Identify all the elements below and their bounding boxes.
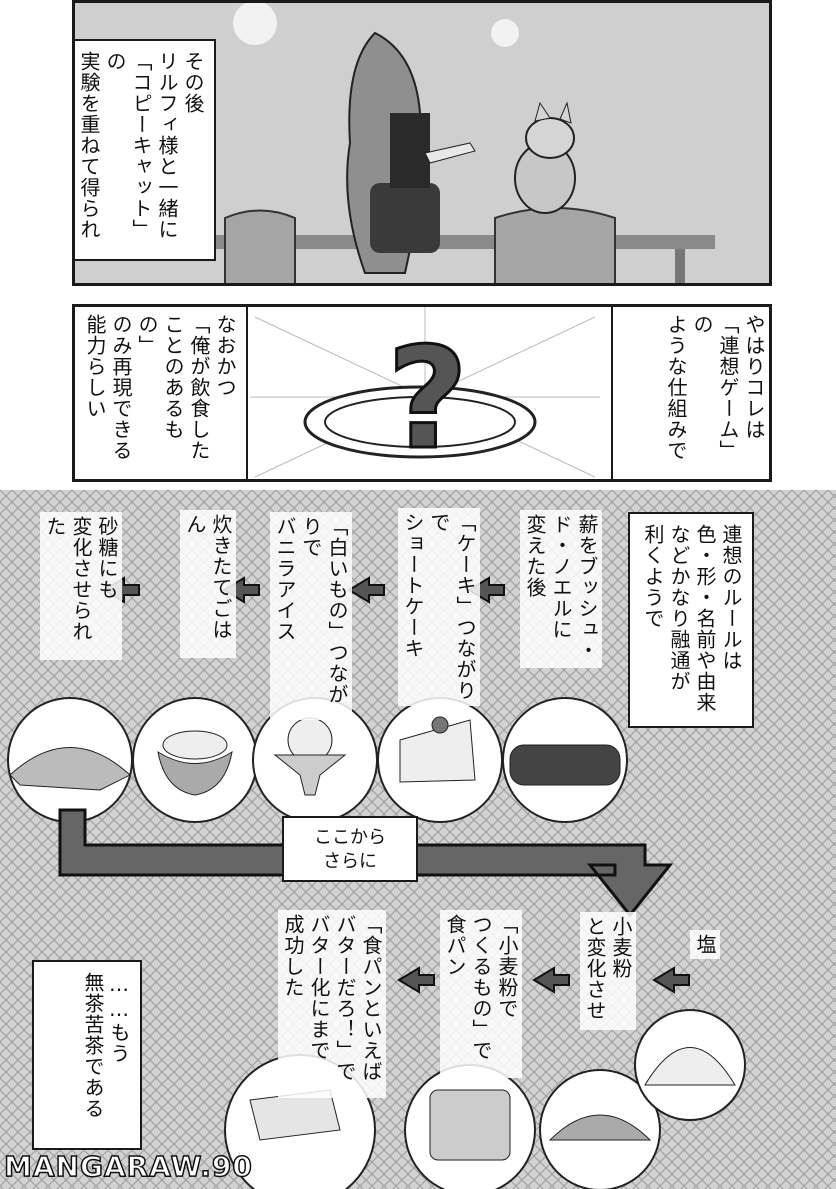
rule-narration-box: 連想のルールは 色・形・名前や由来 などかなり融通が 利くようで bbox=[628, 512, 754, 728]
question-mark-illustration: ? bbox=[250, 307, 600, 481]
step-text-bread: 「小麦粉で つくるもの」で 食パン bbox=[440, 910, 522, 1078]
narration-box-left: なおかつ 「俺が飲食した ことのあるもの」 のみ再現できる 能力らしい bbox=[75, 307, 248, 479]
step-text-butter: 「食パンといえば バターだろ！」で バター化にまで 成功した bbox=[278, 910, 386, 1098]
question-mark-icon: ? bbox=[387, 318, 468, 481]
step-text-vanilla-ice: 「白いもの」つながりで バニラアイス bbox=[270, 512, 352, 720]
narration-box-intro: その後 リルフィ様と一緒に 「コピーキャット」の 実験を重ねて得られた 結論とし… bbox=[75, 39, 216, 261]
step-text-rice: 炊きたてごはん bbox=[180, 510, 236, 658]
panel-middle: なおかつ 「俺が飲食した ことのあるもの」 のみ再現できる 能力らしい ? やは… bbox=[72, 304, 772, 482]
panel-bottom: 連想のルールは 色・形・名前や由来 などかなり融通が 利くようで 薪をブッシュ・… bbox=[0, 490, 836, 1189]
step-text-flour: 小麦粉 と変化させ bbox=[580, 912, 636, 1030]
step-text-sugar: 砂糖にも 変化させられた bbox=[40, 512, 122, 660]
step-text-shortcake: 「ケーキ」つながりで ショートケーキ bbox=[398, 508, 480, 706]
closing-narration-box: ……もう 無茶苦茶である bbox=[32, 960, 142, 1150]
step-text-salt: 塩 bbox=[690, 930, 720, 959]
connector-label: ここから さらに bbox=[282, 816, 418, 882]
panel-top: その後 リルフィ様と一緒に 「コピーキャット」の 実験を重ねて得られた 結論とし… bbox=[72, 0, 772, 286]
narration-box-right: やはりコレは 「連想ゲーム」の ような仕組みで bbox=[611, 307, 769, 479]
watermark-logo: MANGARAW.90 bbox=[3, 1149, 253, 1184]
step-text-bushe-de-noel: 薪をブッシュ・ ド・ノエルに 変えた後 bbox=[520, 510, 602, 668]
